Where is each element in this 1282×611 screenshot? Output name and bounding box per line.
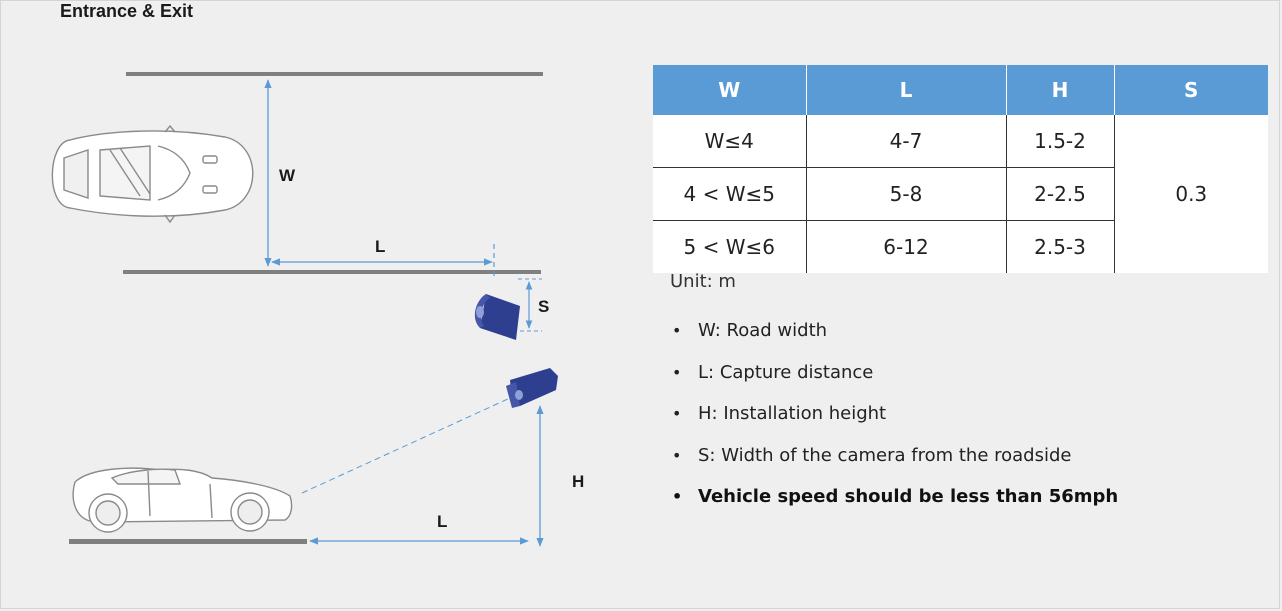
top-road-lower (123, 270, 541, 274)
camera-side-view-icon (506, 368, 558, 408)
camera-top-view-icon (474, 294, 520, 340)
cell-w: W≤4 (653, 115, 807, 168)
installation-diagram (51, 72, 558, 547)
unit-note: Unit: m (670, 271, 736, 292)
l-label-top: L (375, 237, 386, 256)
list-item: S: Width of the camera from the roadside (672, 435, 1118, 477)
list-item: L: Capture distance (672, 352, 1118, 394)
cell-w: 5 < W≤6 (653, 220, 807, 273)
car-top-view (51, 124, 254, 224)
list-item: H: Installation height (672, 393, 1118, 435)
cell-l: 5-8 (806, 167, 1007, 221)
notes-list: W: Road width L: Capture distance H: Ins… (672, 310, 1118, 518)
spec-table: W L H S W≤4 4-7 1.5-2 0.3 4 < W≤5 5-8 2-… (653, 65, 1268, 273)
list-item: W: Road width (672, 310, 1118, 352)
table-row: 4 < W≤5 5-8 2-2.5 (653, 167, 1268, 221)
camera-sight-line (301, 397, 511, 494)
cell-h: 2.5-3 (1006, 220, 1115, 273)
car-side-view (72, 467, 293, 533)
cell-s: 0.3 (1175, 182, 1208, 206)
page-title: Entrance & Exit (60, 1, 194, 21)
cell-l: 6-12 (806, 220, 1007, 273)
cell-l: 4-7 (806, 115, 1007, 168)
table-row: W≤4 4-7 1.5-2 0.3 (653, 115, 1268, 206)
s-label: S (538, 297, 550, 316)
top-road-upper (126, 72, 543, 76)
cell-h: 2-2.5 (1006, 167, 1115, 221)
side-road (69, 539, 307, 544)
list-item-speed-limit: Vehicle speed should be less than 56mph (672, 476, 1118, 518)
cell-h: 1.5-2 (1006, 115, 1115, 168)
w-label: W (279, 166, 296, 185)
h-label: H (572, 472, 585, 491)
table-header-row: W L H S (653, 65, 1268, 115)
header-s: S (1114, 65, 1268, 115)
table-row: 5 < W≤6 6-12 2.5-3 (653, 220, 1268, 273)
header-w: W (653, 65, 807, 115)
l-label-side: L (437, 512, 448, 531)
cell-w: 4 < W≤5 (653, 167, 807, 221)
header-h: H (1006, 65, 1115, 115)
header-l: L (806, 65, 1007, 115)
